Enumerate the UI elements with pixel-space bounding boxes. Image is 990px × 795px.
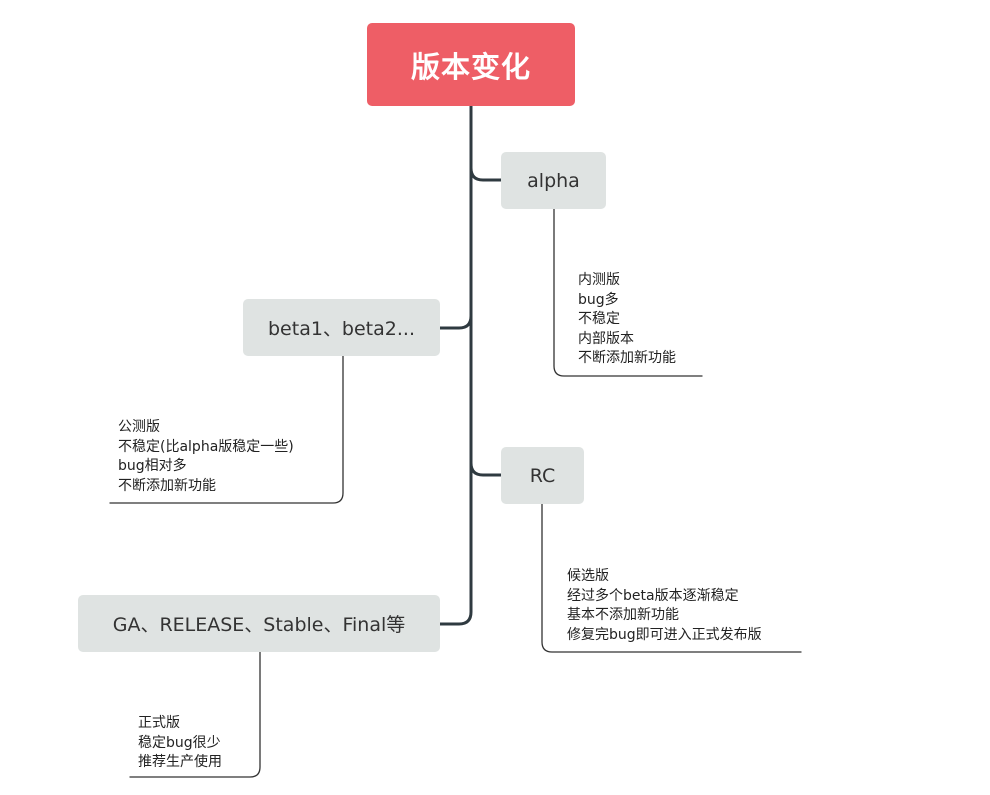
- topic-beta[interactable]: beta1、beta2...: [243, 299, 440, 356]
- note-line: 稳定bug很少: [138, 734, 221, 751]
- note-line: 内测版: [578, 272, 620, 288]
- branch-line-beta: [438, 314, 473, 330]
- topic-alpha[interactable]: alpha: [501, 152, 606, 209]
- note-line-beta: [109, 355, 344, 504]
- note-line: 不断添加新功能: [118, 477, 216, 494]
- note-line-rc: [541, 503, 802, 653]
- note-line: 不稳定(比alpha版稳定一些): [118, 438, 294, 455]
- trunk-line: [438, 104, 473, 626]
- note-line: 不断添加新功能: [578, 350, 676, 366]
- note-line: 经过多个beta版本逐渐稳定: [567, 587, 739, 604]
- note-line: 正式版: [138, 715, 180, 731]
- branch-line-alpha: [469, 166, 503, 182]
- note-line: 内部版本: [578, 330, 634, 347]
- root-topic[interactable]: 版本变化: [367, 23, 575, 106]
- topic-rc[interactable]: RC: [501, 447, 584, 504]
- topic-ga-release[interactable]: GA、RELEASE、Stable、Final等: [78, 595, 440, 652]
- note-line: bug多: [578, 291, 619, 308]
- note-beta[interactable]: 公测版 不稳定(比alpha版稳定一些) bug相对多 不断添加新功能: [118, 418, 294, 496]
- note-alpha[interactable]: 内测版 bug多 不稳定 内部版本 不断添加新功能: [578, 271, 676, 369]
- note-line: 不稳定: [578, 311, 620, 327]
- branch-line-rc: [469, 461, 503, 477]
- note-line-alpha: [553, 208, 703, 377]
- note-line: 推荐生产使用: [138, 754, 222, 770]
- note-line: 公测版: [118, 419, 160, 435]
- note-line: 基本不添加新功能: [567, 607, 679, 623]
- note-ga-release[interactable]: 正式版 稳定bug很少 推荐生产使用: [138, 714, 222, 773]
- note-line: bug相对多: [118, 458, 187, 474]
- note-rc[interactable]: 候选版 经过多个beta版本逐渐稳定 基本不添加新功能 修复完bug即可进入正式…: [567, 567, 762, 645]
- note-line: 修复完bug即可进入正式发布版: [567, 626, 762, 643]
- note-line: 候选版: [567, 568, 609, 584]
- note-line-ga: [129, 651, 261, 778]
